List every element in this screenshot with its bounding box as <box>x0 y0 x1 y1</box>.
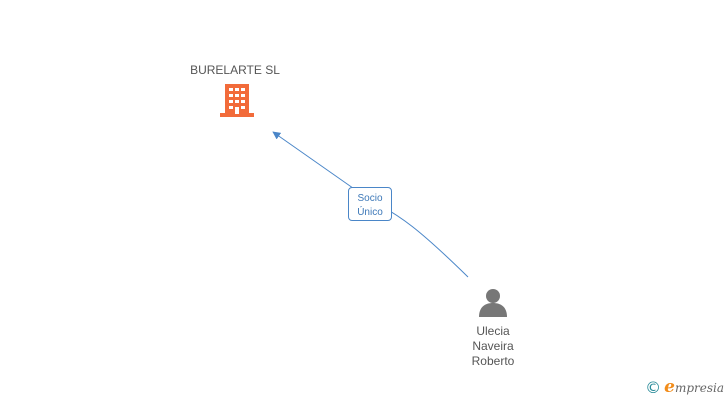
brand-logo[interactable]: empresia <box>664 377 724 397</box>
person-name[interactable]: Ulecia Naveira Roberto <box>443 324 543 369</box>
relation-label-line: Socio <box>357 193 383 204</box>
brand-logo-initial: e <box>664 377 675 397</box>
person-name-line: Ulecia <box>476 324 510 338</box>
company-name[interactable]: BURELARTE SL <box>190 63 280 77</box>
relation-label-line: Único <box>357 207 383 218</box>
relation-label: Socio Único <box>348 187 392 221</box>
brand-logo-text: mpresia <box>674 381 724 395</box>
building-icon[interactable] <box>220 84 254 117</box>
person-icon[interactable] <box>479 289 507 317</box>
copyright-icon: © <box>645 377 662 397</box>
person-name-line: Roberto <box>471 354 515 368</box>
brand-footer: © empresia <box>645 377 724 397</box>
person-name-line: Naveira <box>472 339 514 353</box>
